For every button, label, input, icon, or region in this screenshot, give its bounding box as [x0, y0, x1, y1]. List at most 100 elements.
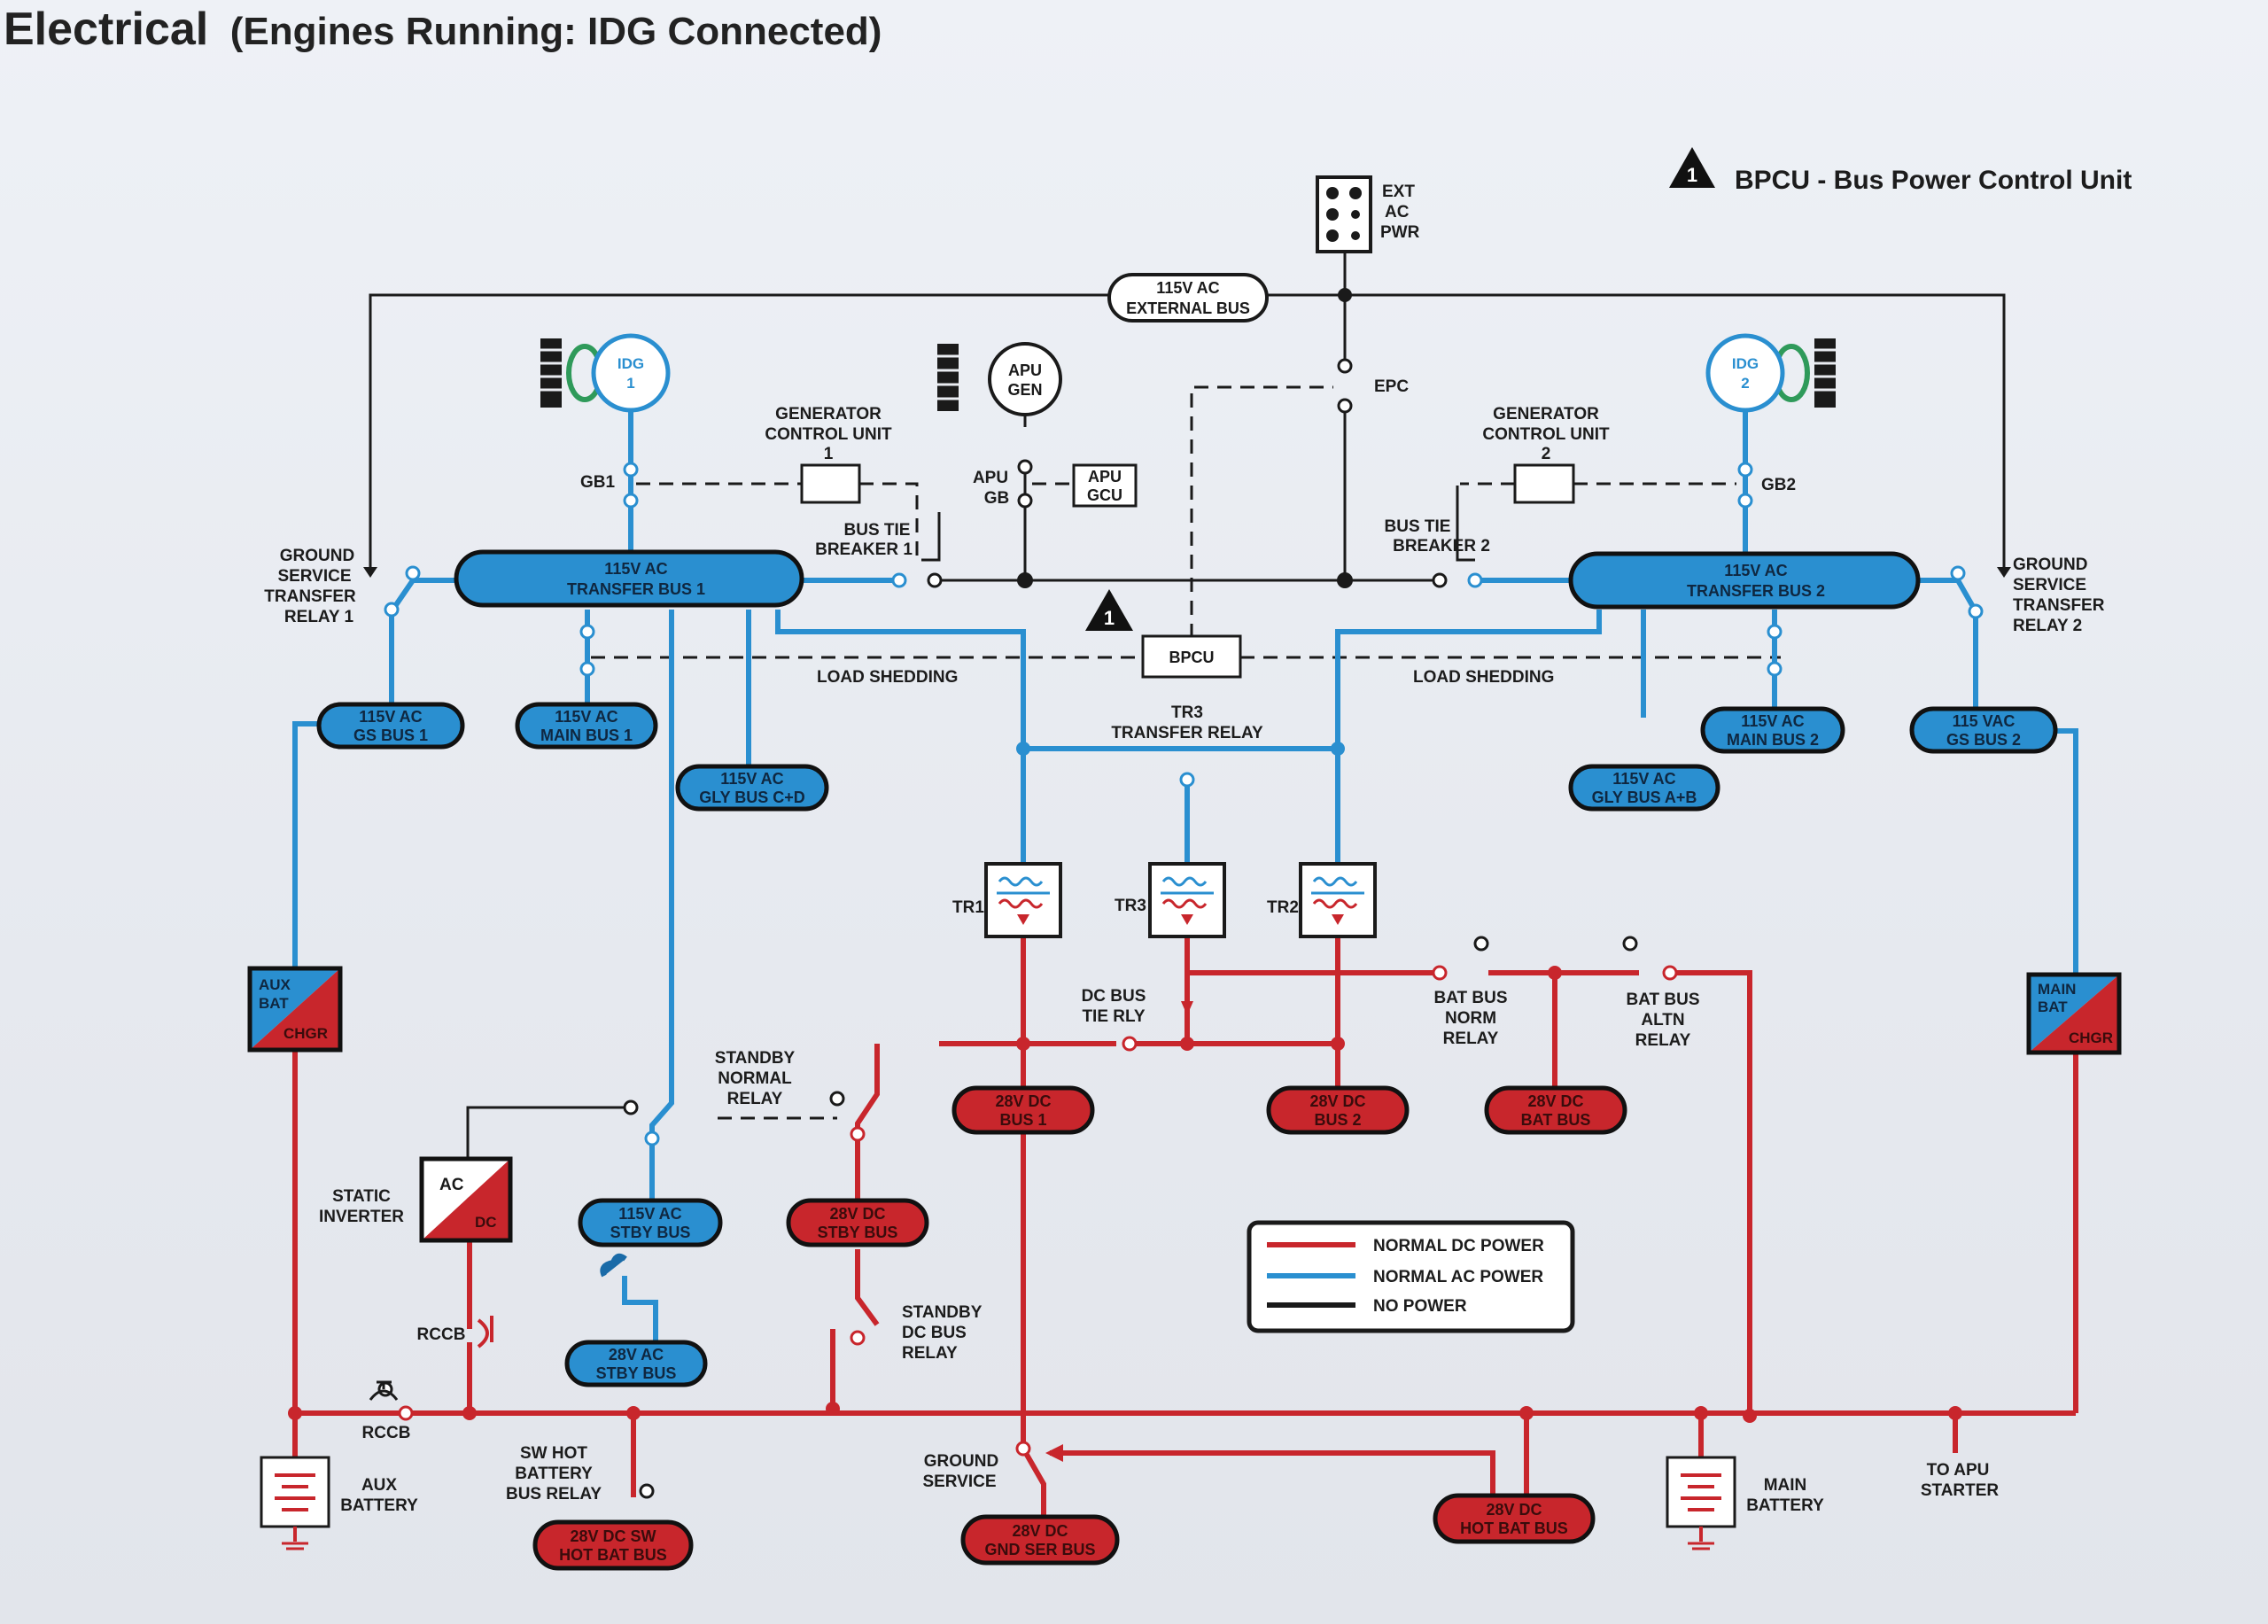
svg-text:EPC: EPC	[1374, 377, 1409, 396]
svg-text:DC BUS: DC BUS	[902, 1324, 967, 1342]
legend: NORMAL DC POWER NORMAL AC POWER NO POWER	[1247, 1220, 1575, 1333]
static-inverter: AC DC STATIC INVERTER	[319, 1156, 513, 1243]
svg-text:EXT: EXT	[1382, 183, 1415, 201]
svg-text:1: 1	[824, 445, 834, 463]
svg-text:DC: DC	[475, 1214, 497, 1231]
svg-text:AC: AC	[1385, 203, 1410, 221]
svg-text:115V AC: 115V AC	[604, 560, 667, 578]
svg-text:GEN: GEN	[1007, 381, 1042, 399]
bpcu-note: 1 BPCU - Bus Power Control Unit	[1669, 147, 2132, 195]
svg-text:1: 1	[626, 375, 634, 392]
svg-text:MAIN: MAIN	[2038, 981, 2076, 998]
ac-external-bus	[1107, 273, 1269, 322]
svg-text:BUS TIE: BUS TIE	[844, 521, 911, 540]
svg-text:TRANSFER BUS 1: TRANSFER BUS 1	[567, 580, 705, 598]
svg-text:GLY BUS C+D: GLY BUS C+D	[699, 789, 805, 806]
svg-text:MAIN: MAIN	[1764, 1476, 1807, 1495]
svg-text:RELAY 1: RELAY 1	[284, 608, 354, 626]
svg-text:APU: APU	[1008, 361, 1042, 379]
svg-text:SERVICE: SERVICE	[2013, 576, 2086, 594]
svg-text:SW HOT: SW HOT	[520, 1444, 587, 1463]
ac-network	[292, 410, 2078, 1347]
svg-text:APU: APU	[1088, 468, 1122, 486]
svg-text:STANDBY: STANDBY	[715, 1049, 796, 1068]
tr-units: TR1 TR3 TR2	[952, 862, 1377, 1015]
svg-text:28V DC: 28V DC	[1527, 1092, 1583, 1110]
svg-text:NORMAL AC POWER: NORMAL AC POWER	[1373, 1268, 1543, 1286]
svg-text:RCCB: RCCB	[417, 1325, 466, 1344]
svg-text:MAIN BUS 2: MAIN BUS 2	[1727, 731, 1819, 749]
svg-text:28V DC: 28V DC	[829, 1205, 885, 1223]
svg-text:28V AC: 28V AC	[609, 1346, 664, 1364]
svg-text:GROUND: GROUND	[924, 1452, 998, 1471]
svg-text:BUS 2: BUS 2	[1314, 1111, 1361, 1129]
ac-standby-bus	[578, 1198, 723, 1247]
aux-battery-charger: AUX BAT CHGR	[247, 966, 343, 1053]
svg-text:CONTROL UNIT: CONTROL UNIT	[765, 425, 892, 444]
dc-gnd-ser-bus	[960, 1514, 1120, 1566]
svg-text:STARTER: STARTER	[1921, 1481, 2000, 1500]
svg-text:TIE RLY: TIE RLY	[1082, 1007, 1145, 1026]
ac-buses: 115V AC EXTERNAL BUS 115V AC TRANSFER BU…	[316, 273, 2058, 1387]
external-power-receptacle: EXT AC PWR	[1316, 175, 1420, 253]
aux-battery: AUX BATTERY	[260, 1456, 418, 1550]
idg-1-icon	[591, 333, 671, 413]
svg-text:GLY BUS A+B: GLY BUS A+B	[1592, 789, 1697, 806]
svg-text:115V AC: 115V AC	[1156, 279, 1219, 297]
ac-gs-bus-2	[1909, 706, 2058, 754]
svg-text:GB: GB	[984, 489, 1010, 508]
junction-nodes	[288, 288, 1984, 1499]
svg-text:NORMAL DC POWER: NORMAL DC POWER	[1373, 1237, 1544, 1255]
svg-text:AUX: AUX	[361, 1476, 397, 1495]
ac-main-bus-1	[515, 702, 658, 750]
svg-text:IDG: IDG	[617, 355, 644, 372]
dc-standby-bus	[786, 1198, 929, 1247]
svg-text:NORMAL: NORMAL	[718, 1069, 792, 1088]
ac-gly-bus-cd	[675, 764, 829, 812]
svg-text:STATIC: STATIC	[332, 1187, 391, 1206]
svg-text:RELAY 2: RELAY 2	[2013, 617, 2082, 635]
apu-gen-icon	[988, 342, 1062, 416]
dc-buses: 28V DC BUS 1 28V DC BUS 2 28V DC BAT BUS…	[532, 1085, 1627, 1571]
svg-text:GND SER BUS: GND SER BUS	[984, 1541, 1095, 1558]
generator-control-unit-1: GENERATOR CONTROL UNIT 1	[765, 405, 892, 504]
idg-2: IDG 2	[1705, 333, 1836, 413]
svg-text:TR1: TR1	[952, 898, 984, 917]
control-lines	[591, 385, 1781, 1120]
svg-text:TRANSFER RELAY: TRANSFER RELAY	[1111, 724, 1263, 742]
svg-text:RELAY: RELAY	[1443, 1030, 1499, 1048]
svg-text:BPCU - Bus Power Control Unit: BPCU - Bus Power Control Unit	[1735, 166, 2132, 195]
svg-text:2: 2	[1542, 445, 1551, 463]
component-labels: GB1 GB2 EPC BUS TIE BREAKER 1 BUS TIE BR…	[264, 377, 2104, 1504]
svg-text:GENERATOR: GENERATOR	[1493, 405, 1599, 423]
svg-text:EXTERNAL BUS: EXTERNAL BUS	[1126, 299, 1250, 317]
dc-sw-hot-bat-bus	[532, 1519, 694, 1571]
svg-text:DC BUS: DC BUS	[1082, 987, 1146, 1006]
svg-text:STANDBY: STANDBY	[902, 1303, 983, 1322]
svg-text:ALTN: ALTN	[1641, 1011, 1684, 1030]
svg-text:TRANSFER: TRANSFER	[264, 587, 356, 606]
svg-text:BUS TIE: BUS TIE	[1385, 517, 1451, 536]
svg-text:TR2: TR2	[1267, 898, 1299, 917]
svg-text:STBY BUS: STBY BUS	[610, 1224, 691, 1241]
svg-text:2: 2	[1741, 375, 1749, 392]
dc-bat-bus	[1484, 1085, 1627, 1135]
svg-text:LOAD SHEDDING: LOAD SHEDDING	[817, 668, 958, 687]
svg-text:GROUND: GROUND	[280, 547, 354, 565]
svg-text:HOT BAT BUS: HOT BAT BUS	[1460, 1519, 1568, 1537]
warning-triangle-icon	[1085, 589, 1133, 631]
svg-text:BUS RELAY: BUS RELAY	[506, 1485, 602, 1504]
svg-text:RELAY: RELAY	[1635, 1031, 1691, 1050]
svg-text:115 VAC: 115 VAC	[1953, 712, 2016, 730]
svg-text:TRANSFER: TRANSFER	[2013, 596, 2105, 615]
ac-transfer-bus-2	[1568, 551, 1921, 610]
svg-text:GB1: GB1	[580, 473, 616, 492]
warning-triangle-icon	[1669, 147, 1715, 188]
svg-text:AC: AC	[439, 1176, 464, 1194]
svg-text:BAT: BAT	[2038, 998, 2068, 1015]
svg-text:GS BUS 2: GS BUS 2	[1946, 731, 2021, 749]
dc-bus-1	[951, 1085, 1095, 1135]
svg-text:AUX: AUX	[259, 976, 291, 993]
svg-text:TR3: TR3	[1171, 703, 1203, 722]
